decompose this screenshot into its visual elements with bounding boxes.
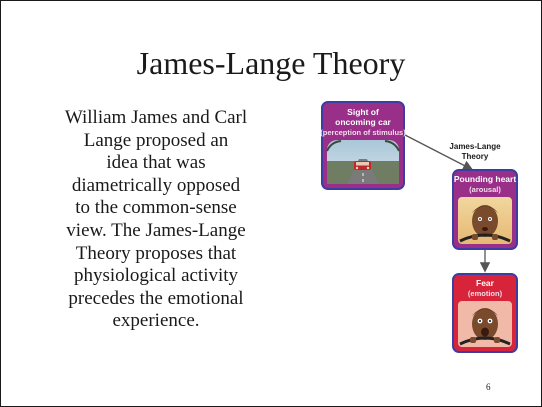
box-emotion: Fear (emotion) [452, 273, 518, 353]
arrow-label-line2: Theory [462, 152, 489, 161]
body-line: Theory proposes that [75, 242, 237, 264]
arrow-stimulus-to-arousal [404, 134, 474, 171]
body-line: view. The James-Lange [66, 219, 246, 241]
box-stimulus-subtitle: (perception of stimulus) [320, 128, 406, 137]
box-arousal-title: Pounding heart [454, 174, 517, 184]
fear-face-illustration [458, 301, 512, 347]
body-line: diametrically opposed [71, 174, 241, 196]
body-line: William James and Carl [64, 107, 248, 128]
box-arousal: Pounding heart (arousal) [452, 169, 518, 250]
body-line: Lange proposed an [83, 129, 229, 151]
page-number: 6 [486, 382, 491, 392]
arrow-label-line1: James-Lange [449, 142, 501, 151]
body-line: experience. [112, 310, 200, 332]
slide-body-text: William James and Carl Lange proposed an… [23, 107, 289, 333]
body-line: physiological activity [73, 265, 239, 287]
box-stimulus-title-line2: oncoming car [335, 117, 391, 127]
box-stimulus: Sight of oncoming car (perception of sti… [320, 101, 406, 190]
box-stimulus-title-line1: Sight of [347, 107, 379, 117]
slide-title: James-Lange Theory [136, 45, 406, 81]
oncoming-car-illustration [326, 140, 400, 184]
box-emotion-title: Fear [476, 278, 495, 288]
body-line: idea that was [106, 152, 206, 174]
body-line: precedes the emotional [68, 287, 244, 309]
body-line: to the common-sense [75, 197, 237, 219]
pounding-heart-face-illustration [458, 197, 512, 244]
box-arousal-subtitle: (arousal) [469, 185, 501, 194]
box-emotion-subtitle: (emotion) [468, 289, 503, 298]
